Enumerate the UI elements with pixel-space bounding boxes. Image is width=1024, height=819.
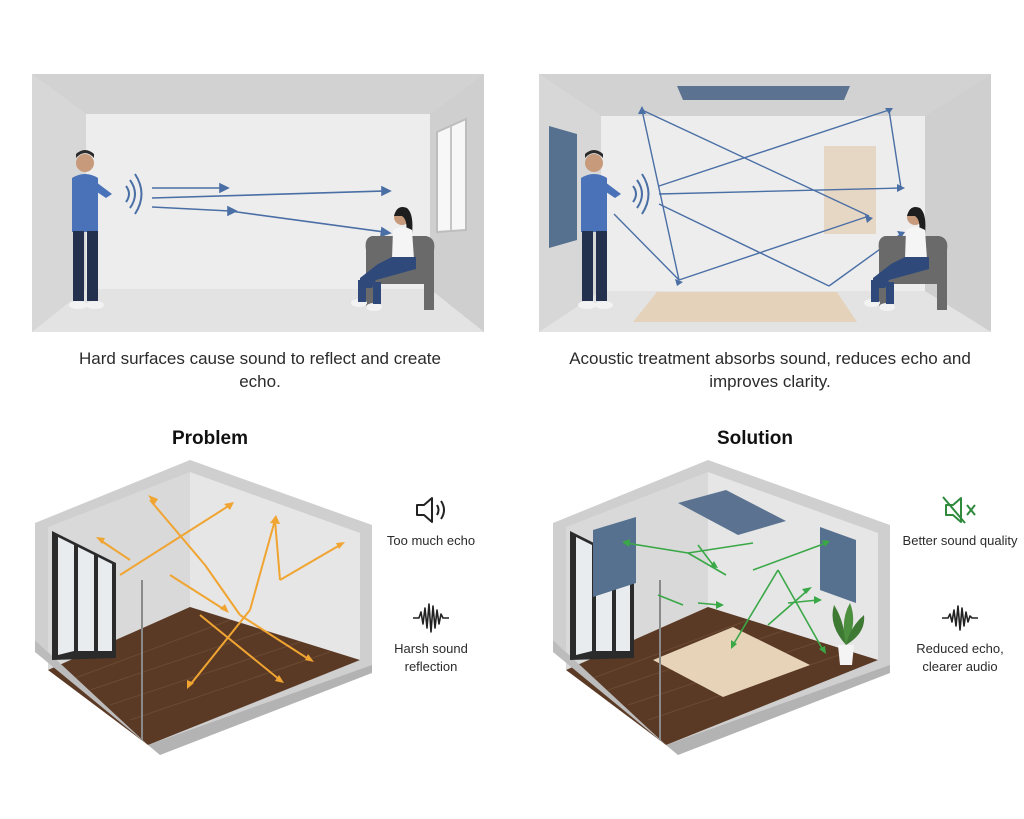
treated-room-illustration [539, 74, 991, 332]
speaker-person [69, 150, 112, 309]
problem-room-cutaway [30, 455, 380, 760]
solution-room-cutaway [548, 455, 898, 760]
legend-label-reduced: Reduced echo, clearer audio [916, 641, 1004, 674]
treated-room-drawing [539, 74, 991, 332]
listener-person [864, 207, 948, 311]
untreated-room-illustration [32, 74, 484, 332]
legend-label-echo: Too much echo [386, 533, 476, 548]
legend-better-sound: Better sound quality [895, 492, 1024, 550]
treated-caption: Acoustic treatment absorbs sound, reduce… [569, 349, 971, 391]
listener-person [351, 207, 435, 311]
floor-rug [653, 627, 810, 697]
harsh-waveform-icon [366, 600, 496, 636]
speaker-person [578, 150, 621, 309]
untreated-room-drawing [32, 74, 484, 332]
legend-reduced-echo: Reduced echo, clearer audio [895, 600, 1024, 676]
sliding-glass-door [52, 531, 116, 660]
legend-harsh-reflection: Harsh sound reflection [366, 600, 496, 676]
legend-label-better: Better sound quality [902, 533, 1018, 548]
wall-acoustic-panel-left [549, 126, 577, 248]
floor-rug [633, 292, 857, 322]
wall-acoustic-panel-left [593, 517, 636, 597]
legend-label-harsh: Harsh sound reflection [394, 641, 468, 674]
problem-title: Problem [171, 428, 249, 449]
untreated-caption: Hard surfaces cause sound to reflect and… [79, 349, 441, 391]
problem-room-drawing [35, 460, 372, 755]
potted-plant [832, 603, 865, 665]
solution-title: Solution [717, 428, 793, 449]
solution-room-drawing [553, 460, 890, 755]
speaker-loud-icon [366, 492, 496, 528]
speaker-muted-icon [895, 492, 1024, 528]
soft-waveform-icon [895, 600, 1024, 636]
ceiling-acoustic-panel [677, 86, 850, 100]
wall-acoustic-panel-right [820, 527, 856, 603]
legend-too-much-echo: Too much echo [366, 492, 496, 550]
ceiling-acoustic-panel [678, 490, 786, 535]
